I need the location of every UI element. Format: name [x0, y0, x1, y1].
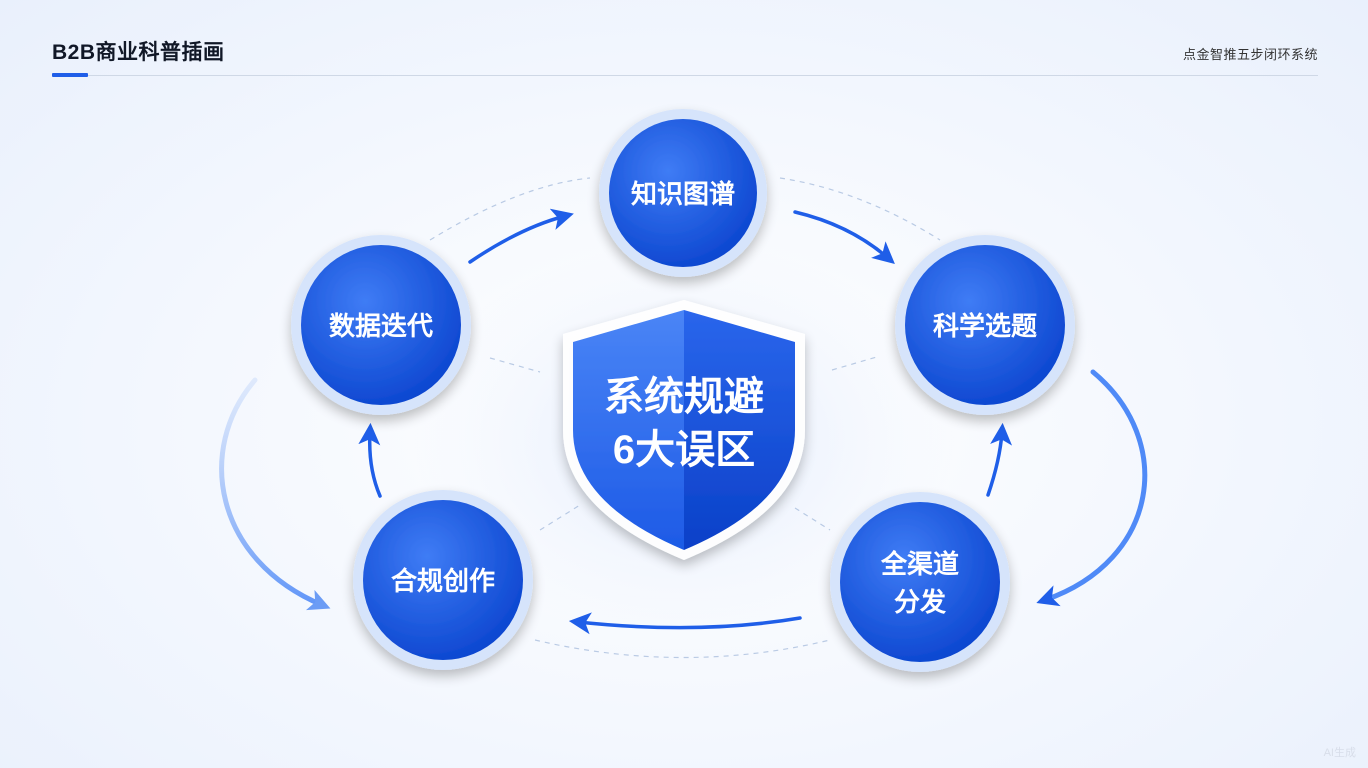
node-compliant-creation: 合规创作 [353, 490, 533, 670]
arrow-iteration-to-knowledge [468, 208, 574, 264]
node-label: 合规创作 [391, 566, 495, 596]
node-circle [905, 245, 1065, 405]
shield-left-half [573, 310, 684, 550]
arrow-channel-to-creation [568, 612, 802, 635]
arrow-right-outer [1036, 369, 1148, 607]
shield [563, 300, 805, 560]
node-label: 全渠道 [880, 549, 959, 579]
arrow-left-outer [219, 377, 331, 611]
node-circle [301, 245, 461, 405]
node-label: 知识图谱 [631, 179, 735, 209]
node-circle [840, 502, 1000, 662]
arrow-channel-to-topic [986, 422, 1013, 497]
arrow-creation-to-iteration [358, 422, 382, 498]
node-label: 分发 [894, 587, 946, 617]
page-title: B2B商业科普插画 [52, 41, 225, 64]
shield-title-line2: 6大误区 [613, 428, 755, 472]
node-circle [609, 119, 757, 267]
dashed-loop [429, 177, 941, 659]
ai-generated-watermark: AI生成 [1323, 747, 1356, 759]
node-label: 数据迭代 [329, 311, 433, 341]
header-accent-bar [52, 73, 88, 77]
node-circle [363, 500, 523, 660]
node-data-iteration: 数据迭代 [291, 235, 471, 415]
shield-right-half [684, 310, 795, 550]
header-divider [52, 75, 1318, 76]
page-subtitle: 点金智推五步闭环系统 [1182, 47, 1318, 62]
node-knowledge-graph: 知识图谱 [599, 109, 767, 277]
arrow-knowledge-to-topic [793, 210, 895, 265]
shield-title-line1: 系统规避 [604, 375, 764, 419]
node-label: 科学选题 [933, 311, 1037, 341]
node-topic-selection: 科学选题 [895, 235, 1075, 415]
